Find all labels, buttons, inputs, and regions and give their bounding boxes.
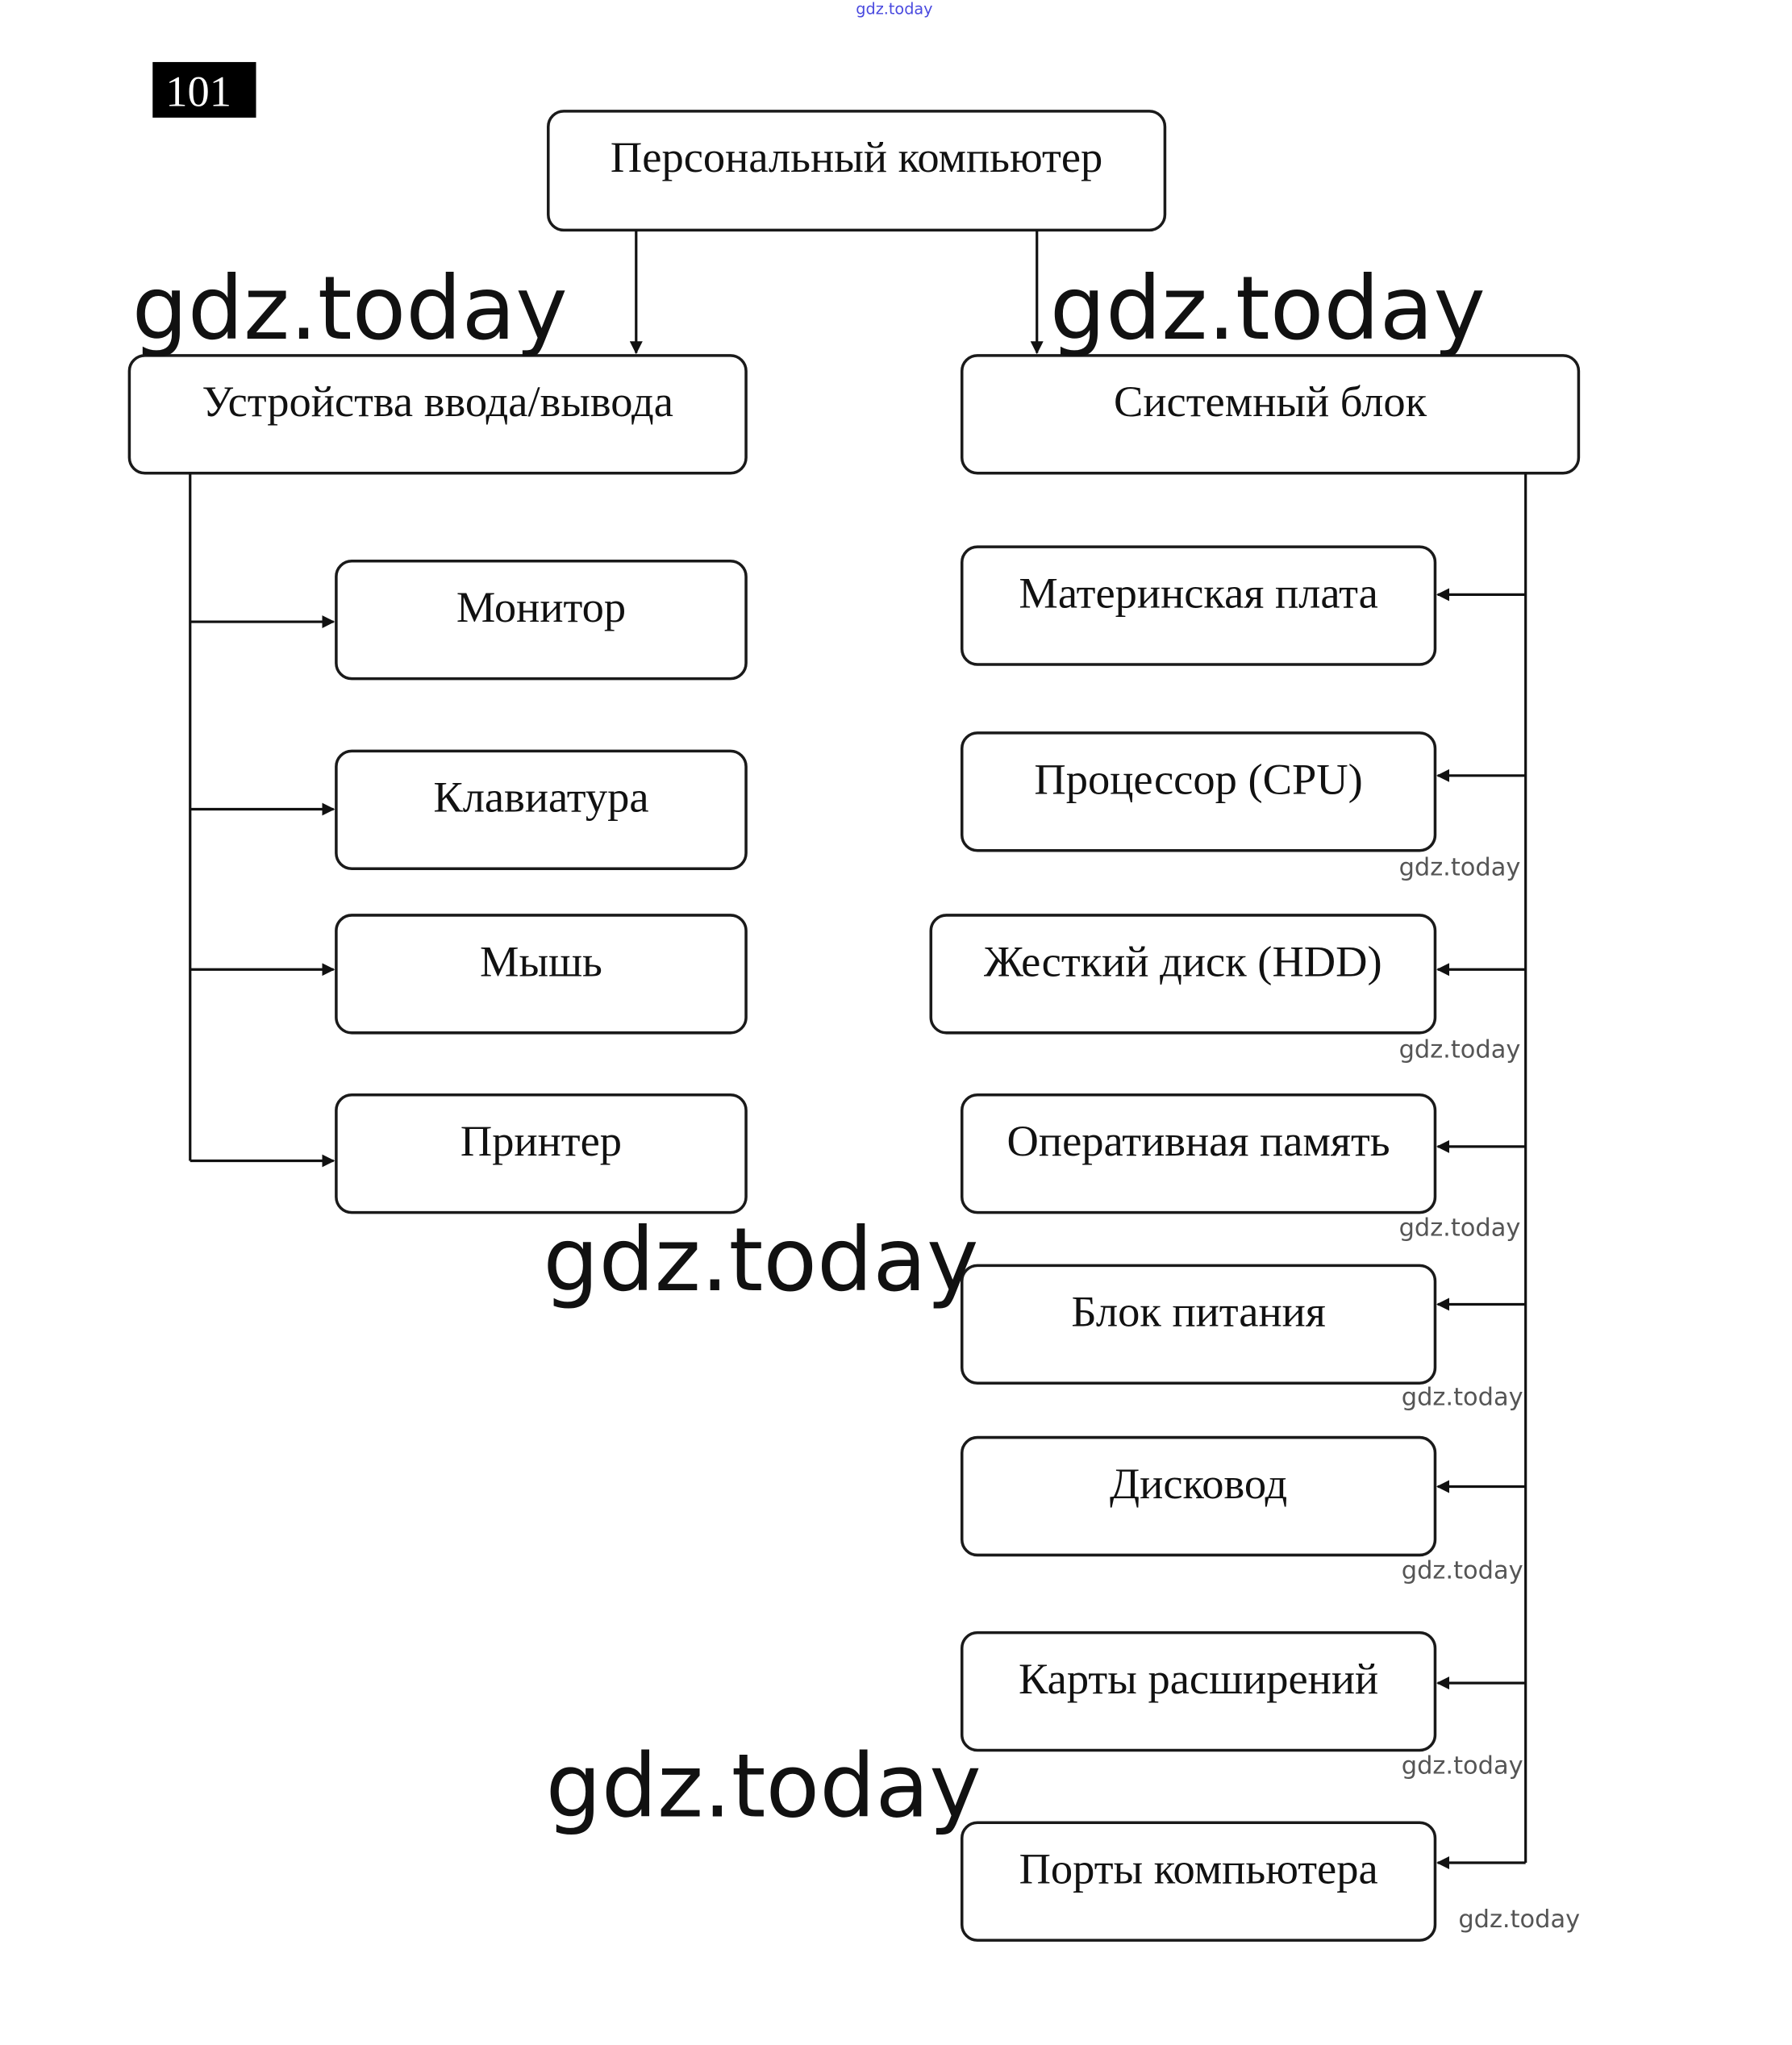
watermark: gdz.today [1402,1383,1523,1411]
system-child-node: Дисковод [960,1435,1437,1557]
system-child-node-label: Дисковод [1110,1459,1287,1508]
io-child-node-label: Принтер [461,1116,622,1165]
io-group-node-frame [127,354,748,475]
system-child-node-frame [929,914,1437,1035]
watermark: gdz.today [543,1209,978,1311]
root-node: Персональный компьютер [547,110,1167,232]
io-child-node-frame [335,559,748,681]
watermark: gdz.today [1399,1035,1521,1064]
system-child-node-label: Жесткий диск (HDD) [984,936,1382,985]
system-child-node-frame [960,1631,1437,1752]
system-child-node-label: Процессор (CPU) [1034,754,1362,803]
system-child-node-frame [960,1264,1437,1385]
task-number-badge [152,61,256,118]
system-child-node-label: Оперативная память [1007,1116,1390,1165]
io-child-node: Принтер [335,1093,748,1214]
io-child-node-label: Мышь [480,936,602,985]
io-child-node-label: Монитор [456,582,626,631]
system-child-node: Блок питания [960,1264,1437,1385]
watermark-top: gdz.today [856,0,932,19]
system-child-node: Карты расширений [960,1631,1437,1752]
io-child-node-label: Клавиатура [433,773,648,822]
io-group-node-label: Устройства ввода/вывода [202,377,673,426]
system-child-node: Процессор (CPU) [960,731,1437,852]
system-group-node: Системный блок [960,354,1581,475]
io-child-node: Монитор [335,559,748,681]
io-child-node-frame [335,749,748,871]
watermark: gdz.today [1458,1905,1580,1934]
watermark: gdz.today [546,1735,981,1837]
io-child-node: Клавиатура [335,749,748,871]
watermark: gdz.today [1399,853,1521,881]
io-child-node-frame [335,914,748,1035]
io-child-node-frame [335,1093,748,1214]
system-child-node-frame [960,1093,1437,1214]
system-child-node-frame [960,731,1437,852]
system-child-node-frame [960,545,1437,666]
system-child-node-frame [960,1435,1437,1557]
watermark: gdz.today [1050,257,1486,360]
io-group-node: Устройства ввода/вывода [127,354,748,475]
root-node-label: Персональный компьютер [611,132,1102,181]
system-child-node: Порты компьютера [960,1821,1437,1942]
system-child-node-label: Карты расширений [1019,1654,1378,1703]
system-child-node: Оперативная память [960,1093,1437,1214]
task-number: 101 [165,66,231,115]
system-child-node-frame [960,1821,1437,1942]
system-group-node-label: Системный блок [1114,377,1427,426]
system-child-node: Материнская плата [960,545,1437,666]
watermark: gdz.today [1402,1556,1523,1585]
watermark: gdz.today [1399,1214,1521,1243]
system-child-node-label: Материнская плата [1019,568,1377,617]
system-child-node-label: Порты компьютера [1019,1844,1378,1893]
root-node-frame [547,110,1167,232]
system-child-node-label: Блок питания [1071,1287,1326,1336]
watermark: gdz.today [1402,1751,1523,1780]
system-child-node: Жесткий диск (HDD) [929,914,1437,1035]
watermark: gdz.today [132,257,568,360]
system-group-node-frame [960,354,1581,475]
io-child-node: Мышь [335,914,748,1035]
